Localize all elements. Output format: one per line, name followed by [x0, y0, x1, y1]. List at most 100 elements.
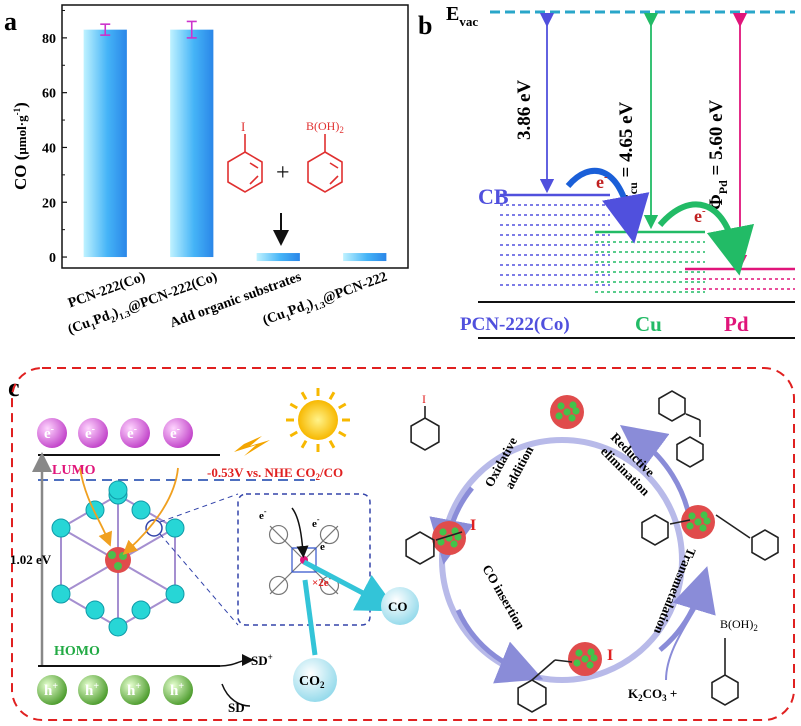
bandgap-label: 1.02 eV — [10, 552, 52, 567]
cluster-atom — [557, 402, 565, 410]
cluster-atom — [590, 654, 598, 662]
mof-node — [85, 600, 105, 620]
transmetalation-input — [665, 599, 701, 681]
zoom-line-bottom — [159, 533, 239, 626]
electron-arrow-z — [291, 507, 309, 558]
mof-nodes — [51, 480, 185, 637]
electron-label-1: e- — [596, 171, 608, 192]
cluster-atom — [586, 661, 594, 669]
co-label: CO — [388, 599, 408, 614]
electron-label-z1: e- — [259, 507, 267, 522]
mof-node — [165, 518, 185, 538]
cycle-arrow-4 — [658, 566, 716, 652]
electron-symbol: e- — [170, 424, 180, 442]
porphyrin-structure — [268, 524, 340, 596]
pcn-band-lines — [500, 204, 610, 286]
pcn-label: PCN-222(Co) — [460, 314, 570, 335]
electron-symbol: e- — [127, 424, 137, 442]
sd-line — [221, 683, 251, 707]
cu-label: Cu — [635, 312, 662, 336]
benzene-ring — [410, 417, 440, 451]
co2-label: CO2 — [299, 674, 325, 690]
y-tick-label: 40 — [42, 141, 56, 156]
boronic-label: B(OH)2 — [306, 119, 344, 135]
pd-band-lines — [685, 278, 795, 290]
sd-label: SD — [228, 700, 245, 715]
y-axis-label: CO (μmol·g-1) — [11, 102, 30, 190]
x-category-labels: PCN-222(Co) (Cu1Pd2)1.3@PCN-222(Co) Add … — [66, 269, 389, 337]
cb-gap-label: 3.86 eV — [514, 80, 535, 140]
benzene-ring — [517, 679, 547, 713]
hole-ball — [163, 675, 193, 705]
cluster-atom — [555, 412, 563, 420]
cluster-atom — [454, 533, 462, 541]
hole-symbol: h+ — [44, 681, 58, 699]
k2co3-label: K2CO3 + — [628, 686, 677, 703]
cluster-atom — [450, 540, 458, 548]
cu-band-lines — [595, 241, 705, 293]
hole-symbol: h+ — [85, 681, 99, 699]
sd-arrow — [219, 654, 254, 667]
benzene-ring — [711, 674, 739, 706]
potential-label: -0.53V vs. NHE CO2/CO — [207, 465, 343, 482]
benzene-ring — [641, 514, 669, 546]
iodo-label-c1: I — [422, 392, 426, 406]
electron-ball — [78, 418, 108, 448]
panel-b-letter: b — [418, 11, 432, 40]
cluster-atom — [575, 649, 583, 657]
hole-ball — [37, 675, 67, 705]
mof-node — [165, 584, 185, 604]
cluster-atom — [439, 528, 447, 536]
bars — [83, 20, 387, 262]
hole-symbol: h+ — [127, 681, 141, 699]
panel-c: c e-e-e-e- LUMO -0.53V vs. NHE CO2/CO 1.… — [8, 367, 795, 721]
electron-path-1 — [79, 467, 113, 547]
cluster-atom — [563, 408, 571, 416]
cluster-atom — [569, 401, 577, 409]
electron-symbol: e- — [44, 424, 54, 442]
mof-node — [51, 518, 71, 538]
benzene-ring — [658, 390, 686, 422]
cluster-atom — [694, 518, 702, 526]
evac-label: Evac — [446, 3, 478, 29]
mof-node — [108, 617, 128, 637]
cluster-atom — [573, 659, 581, 667]
phi-pd-label: ΦPd = 5.60 eV — [706, 99, 730, 210]
electron-path-2 — [122, 467, 179, 555]
panel-b: b Evac 3.86 eV Φcu = 4.65 eV ΦPd = 5.60 … — [418, 3, 795, 339]
transmetalation-label: Transmetalation — [651, 546, 699, 637]
bar — [343, 253, 387, 262]
electron-row: e-e-e-e- — [37, 418, 193, 448]
co2-bubble — [293, 658, 337, 702]
bar — [83, 29, 127, 258]
benzene-ring — [405, 531, 435, 565]
plus-sign: + — [276, 160, 290, 186]
cluster-atom — [581, 655, 589, 663]
zoom-box — [237, 493, 371, 626]
hole-symbol: h+ — [170, 681, 184, 699]
sd-plus-label: SD+ — [251, 652, 273, 668]
panel-a-letter: a — [4, 7, 17, 36]
pd-clusters — [432, 395, 715, 676]
cluster-atom — [699, 524, 707, 532]
hole-ball — [120, 675, 150, 705]
lumo-label: LUMO — [52, 463, 96, 478]
electron-transfer-arrow-1 — [565, 167, 650, 244]
mof-node — [85, 500, 105, 520]
bar — [256, 253, 300, 262]
mof-node — [108, 480, 128, 500]
cb-label: CB — [478, 184, 509, 209]
y-tick-label: 20 — [42, 196, 56, 211]
electron-symbol: e- — [85, 424, 95, 442]
electron-transfer-arrow-2 — [657, 201, 755, 276]
y-tick-label: 80 — [42, 32, 56, 47]
benzene-ring — [751, 529, 779, 561]
lightning-icon — [234, 436, 270, 456]
co2-input-arrow — [302, 579, 318, 656]
cluster-atom — [700, 511, 708, 519]
cycle-arrow-3 — [455, 608, 544, 684]
co-release-arrow — [302, 559, 398, 612]
hole-ball — [78, 675, 108, 705]
pd-label: Pd — [724, 312, 749, 336]
